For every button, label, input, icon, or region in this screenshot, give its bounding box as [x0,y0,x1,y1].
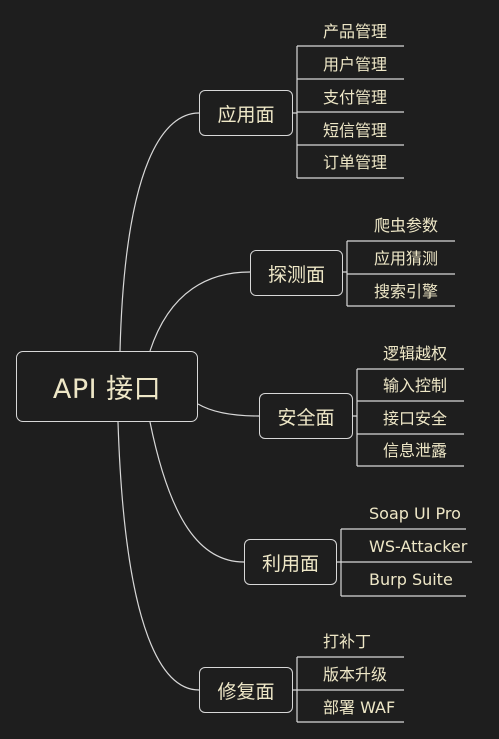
leaf-item: 爬虫参数 [374,216,439,235]
leaf-item: 应用猜测 [374,249,439,268]
leaf-item: 产品管理 [323,22,388,41]
connector-root-to-branch-5 [117,421,200,691]
leaf-item: 打补丁 [323,632,372,651]
leaf-item: 部署 WAF [323,698,396,717]
leaf-item: 用户管理 [323,55,388,74]
bracket-branch-2 [343,241,348,306]
leaf-item: 接口安全 [383,409,448,428]
connector-root-to-branch-3 [197,403,260,417]
branch-label: 应用面 [217,103,275,126]
leaf-item: Soap UI Pro [369,504,461,523]
branch-label: 修复面 [217,680,275,703]
leaf-item: 逻辑越权 [383,344,448,363]
bracket-branch-1 [293,46,298,178]
bracket-branch-5 [293,657,298,722]
leaf-item: 短信管理 [323,121,388,140]
root-label: API 接口 [52,374,162,405]
leaf-item: 版本升级 [323,665,388,684]
connector-root-to-branch-2 [149,271,251,352]
leaf-item: 信息泄露 [383,441,448,460]
branch-node-remediation: 修复面 [199,667,293,713]
branch-label: 利用面 [261,552,319,575]
branch-node-security: 安全面 [259,393,353,439]
branch-label: 安全面 [277,406,335,429]
leaf-item: Burp Suite [369,570,453,589]
branch-label: 探测面 [267,263,325,286]
branch-node-detection: 探测面 [250,250,343,296]
connector-root-to-branch-1 [119,112,200,352]
bracket-branch-4 [337,529,342,596]
leaf-item: 支付管理 [323,88,388,107]
bracket-branch-3 [353,369,358,466]
leaf-item: WS-Attacker [369,537,468,556]
leaf-item: 输入控制 [383,376,448,395]
connector-root-to-branch-4 [149,421,245,563]
root-node: API 接口 [16,351,198,422]
leaf-item: 搜索引擎 [374,282,439,301]
branch-node-exploitation: 利用面 [244,539,337,585]
branch-node-application: 应用面 [199,90,293,136]
leaf-item: 订单管理 [323,153,388,172]
